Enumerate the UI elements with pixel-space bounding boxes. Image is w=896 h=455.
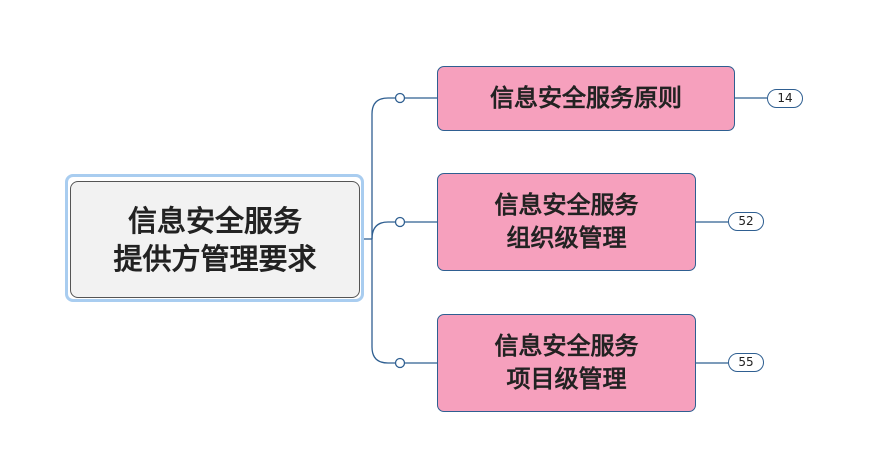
connector-branch-1 (371, 97, 437, 239)
topic-label-line-1: 信息安全服务 (494, 191, 639, 219)
topic-label-line-2: 项目级管理 (506, 365, 627, 393)
topic-project-management[interactable]: 信息安全服务 项目级管理 (437, 314, 696, 412)
collapse-handle-2[interactable] (394, 216, 406, 228)
connector-branch-2 (371, 221, 437, 240)
central-topic-line-2: 提供方管理要求 (113, 241, 317, 276)
topic-label-line-1: 信息安全服务 (494, 332, 639, 360)
collapsed-count-badge-2[interactable]: 52 (728, 212, 764, 231)
collapse-handle-1[interactable] (394, 92, 406, 104)
central-topic-line-1: 信息安全服务 (127, 203, 302, 238)
topic-service-principles[interactable]: 信息安全服务原则 (437, 66, 735, 131)
collapsed-count-badge-1[interactable]: 14 (767, 89, 803, 108)
topic-label-line-1: 信息安全服务原则 (490, 84, 682, 112)
topic-label-line-2: 组织级管理 (506, 224, 627, 252)
collapsed-count-badge-3[interactable]: 55 (728, 353, 764, 372)
connector-branch-3 (371, 239, 437, 364)
topic-organization-management[interactable]: 信息安全服务 组织级管理 (437, 173, 696, 271)
central-topic[interactable]: 信息安全服务 提供方管理要求 (70, 181, 360, 298)
collapse-handle-3[interactable] (394, 357, 406, 369)
